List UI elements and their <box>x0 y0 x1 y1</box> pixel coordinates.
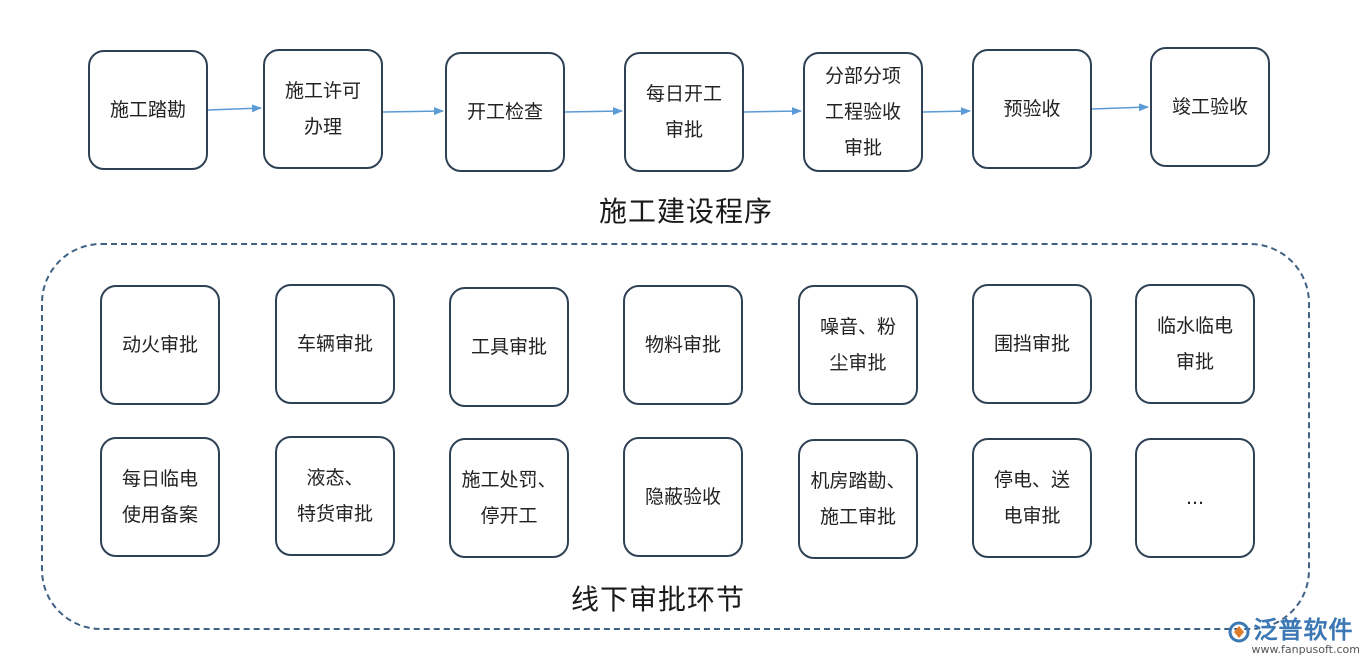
arrow-6 <box>1091 103 1149 112</box>
process-arrows <box>207 103 1149 116</box>
logo-url: www.fanpusoft.com <box>1251 642 1360 656</box>
offline-item: 每日临电 使用备案 <box>100 437 220 557</box>
arrow-2 <box>382 107 444 116</box>
logo-icon <box>1228 621 1250 647</box>
offline-item: 围挡审批 <box>972 284 1092 404</box>
offline-item: 施工处罚、 停开工 <box>449 438 569 558</box>
process-step-4: 每日开工 审批 <box>624 52 744 172</box>
arrow-5 <box>922 107 971 116</box>
arrow-1 <box>207 104 262 113</box>
watermark-logo: 泛普软件 www.fanpusoft.com <box>1228 610 1360 656</box>
process-step-5: 分部分项 工程验收 审批 <box>803 52 923 172</box>
process-step-3: 开工检查 <box>445 52 565 172</box>
offline-group <box>41 243 1310 630</box>
process-step-6: 预验收 <box>972 49 1092 169</box>
logo-name: 泛普软件 <box>1253 616 1354 644</box>
offline-item: 物料审批 <box>623 285 743 405</box>
offline-item: 临水临电 审批 <box>1135 284 1255 404</box>
offline-title: 线下审批环节 <box>571 583 746 616</box>
offline-item: 停电、送 电审批 <box>972 438 1092 558</box>
offline-item: 动火审批 <box>100 285 220 405</box>
process-step-7: 竣工验收 <box>1150 47 1270 167</box>
offline-item: 机房踏勘、 施工审批 <box>798 439 918 559</box>
process-step-2: 施工许可 办理 <box>263 49 383 169</box>
offline-item: 噪音、粉 尘审批 <box>798 285 918 405</box>
offline-item: 液态、 特货审批 <box>275 436 395 556</box>
arrow-3 <box>564 107 623 116</box>
arrow-4 <box>743 107 802 116</box>
offline-item: ... <box>1135 438 1255 558</box>
process-step-1: 施工踏勘 <box>88 50 208 170</box>
offline-item: 隐蔽验收 <box>623 437 743 557</box>
process-title: 施工建设程序 <box>599 195 774 228</box>
offline-item: 车辆审批 <box>275 284 395 404</box>
offline-item: 工具审批 <box>449 287 569 407</box>
